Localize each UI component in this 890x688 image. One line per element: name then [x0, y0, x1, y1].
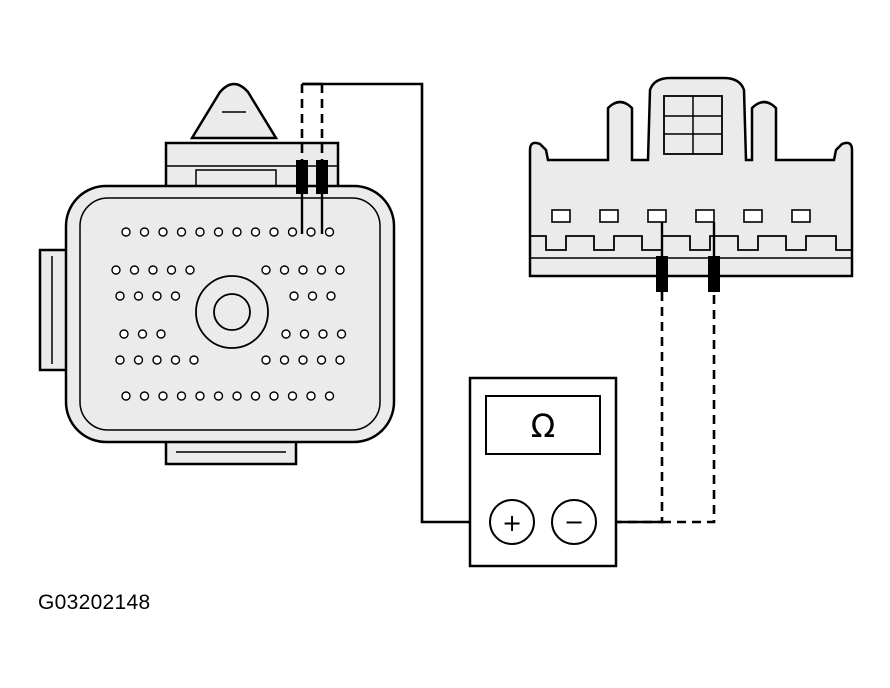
- connector-pin: [316, 355, 327, 365]
- connector-pin: [287, 227, 298, 237]
- connector-pin: [133, 291, 144, 301]
- component-connector-teeth: [530, 235, 852, 251]
- connector-pin: [152, 291, 162, 301]
- connector-pin: [148, 265, 158, 275]
- connector-pin: [261, 265, 271, 275]
- connector-pin: [156, 329, 166, 339]
- connector-pin: [289, 291, 299, 301]
- connector-pin: [189, 355, 199, 365]
- connector-pin: [326, 291, 336, 301]
- connector-pin: [269, 227, 279, 237]
- terminal-cavity: [599, 209, 619, 223]
- connector-pin: [324, 391, 335, 401]
- negative-lead-alternate: [662, 290, 716, 524]
- negative-terminal: [551, 499, 597, 545]
- negative-terminal-label: −: [564, 508, 584, 536]
- connector-pin: [299, 329, 310, 339]
- connector-pin: [232, 391, 242, 401]
- connector-pin: [324, 227, 335, 237]
- module-probe-1: [296, 160, 308, 194]
- connector-pin: [185, 265, 195, 275]
- connector-pin: [121, 391, 131, 401]
- connector-pin: [152, 355, 162, 365]
- connector-pin: [158, 391, 168, 401]
- connector-pin: [281, 329, 291, 339]
- module-connector-face: [79, 197, 381, 431]
- ohmmeter-display: [485, 395, 601, 455]
- terminal-cavity: [647, 209, 667, 223]
- module-connector: [38, 82, 396, 466]
- ohmmeter: Ω + −: [468, 376, 618, 568]
- component-connector-terminals: [551, 209, 811, 223]
- connector-pin: [176, 391, 187, 401]
- connector-pin: [335, 265, 345, 275]
- collar-slot: [195, 169, 277, 188]
- connector-pin: [139, 391, 150, 401]
- connector-pin: [111, 265, 121, 275]
- connector-pin: [336, 329, 347, 339]
- module-connector-pins: [111, 227, 347, 401]
- connector-pin: [287, 391, 298, 401]
- connector-pin: [139, 227, 150, 237]
- component-connector: [528, 76, 854, 278]
- connector-pin: [195, 227, 205, 237]
- connector-pin: [261, 355, 271, 365]
- connector-pin: [213, 227, 224, 237]
- connector-pin: [166, 265, 177, 275]
- positive-test-lead: [302, 82, 490, 524]
- module-connector-center-bolt: [213, 293, 251, 331]
- connector-pin: [279, 265, 290, 275]
- connector-pin: [195, 391, 205, 401]
- module-probe-2: [316, 160, 328, 194]
- connector-pin: [279, 355, 290, 365]
- connector-pin: [133, 355, 144, 365]
- terminal-cavity: [695, 209, 715, 223]
- connector-pin: [250, 227, 261, 237]
- connector-pin: [137, 329, 148, 339]
- positive-terminal: [489, 499, 535, 545]
- connector-pin: [298, 265, 308, 275]
- connector-pin: [213, 391, 224, 401]
- connector-pin: [307, 291, 318, 301]
- figure-id: G03202148: [38, 591, 151, 614]
- connector-pin: [298, 355, 308, 365]
- connector-pin: [170, 355, 181, 365]
- module-connector-latch: [189, 82, 279, 140]
- connector-pin: [250, 391, 261, 401]
- terminal-cavity: [551, 209, 571, 223]
- terminal-cavity: [743, 209, 763, 223]
- connector-pin: [316, 265, 327, 275]
- test-leads: [296, 82, 720, 524]
- terminal-cavity: [791, 209, 811, 223]
- connector-pin: [158, 227, 168, 237]
- connector-pin: [306, 391, 316, 401]
- component-connector-body: [528, 76, 854, 278]
- connector-pin: [269, 391, 279, 401]
- connector-pin: [129, 265, 140, 275]
- connector-pin: [119, 329, 129, 339]
- connector-pin: [115, 355, 125, 365]
- connector-pin: [306, 227, 316, 237]
- component-probe-2: [708, 256, 720, 292]
- component-probe-1: [656, 256, 668, 292]
- connector-pin: [232, 227, 242, 237]
- connector-pin: [170, 291, 181, 301]
- connector-pin: [115, 291, 125, 301]
- connector-pin: [176, 227, 187, 237]
- connector-pin: [335, 355, 345, 365]
- positive-terminal-label: +: [502, 509, 522, 537]
- connector-pin: [318, 329, 328, 339]
- ohm-symbol: Ω: [531, 407, 555, 445]
- connector-pin: [121, 227, 131, 237]
